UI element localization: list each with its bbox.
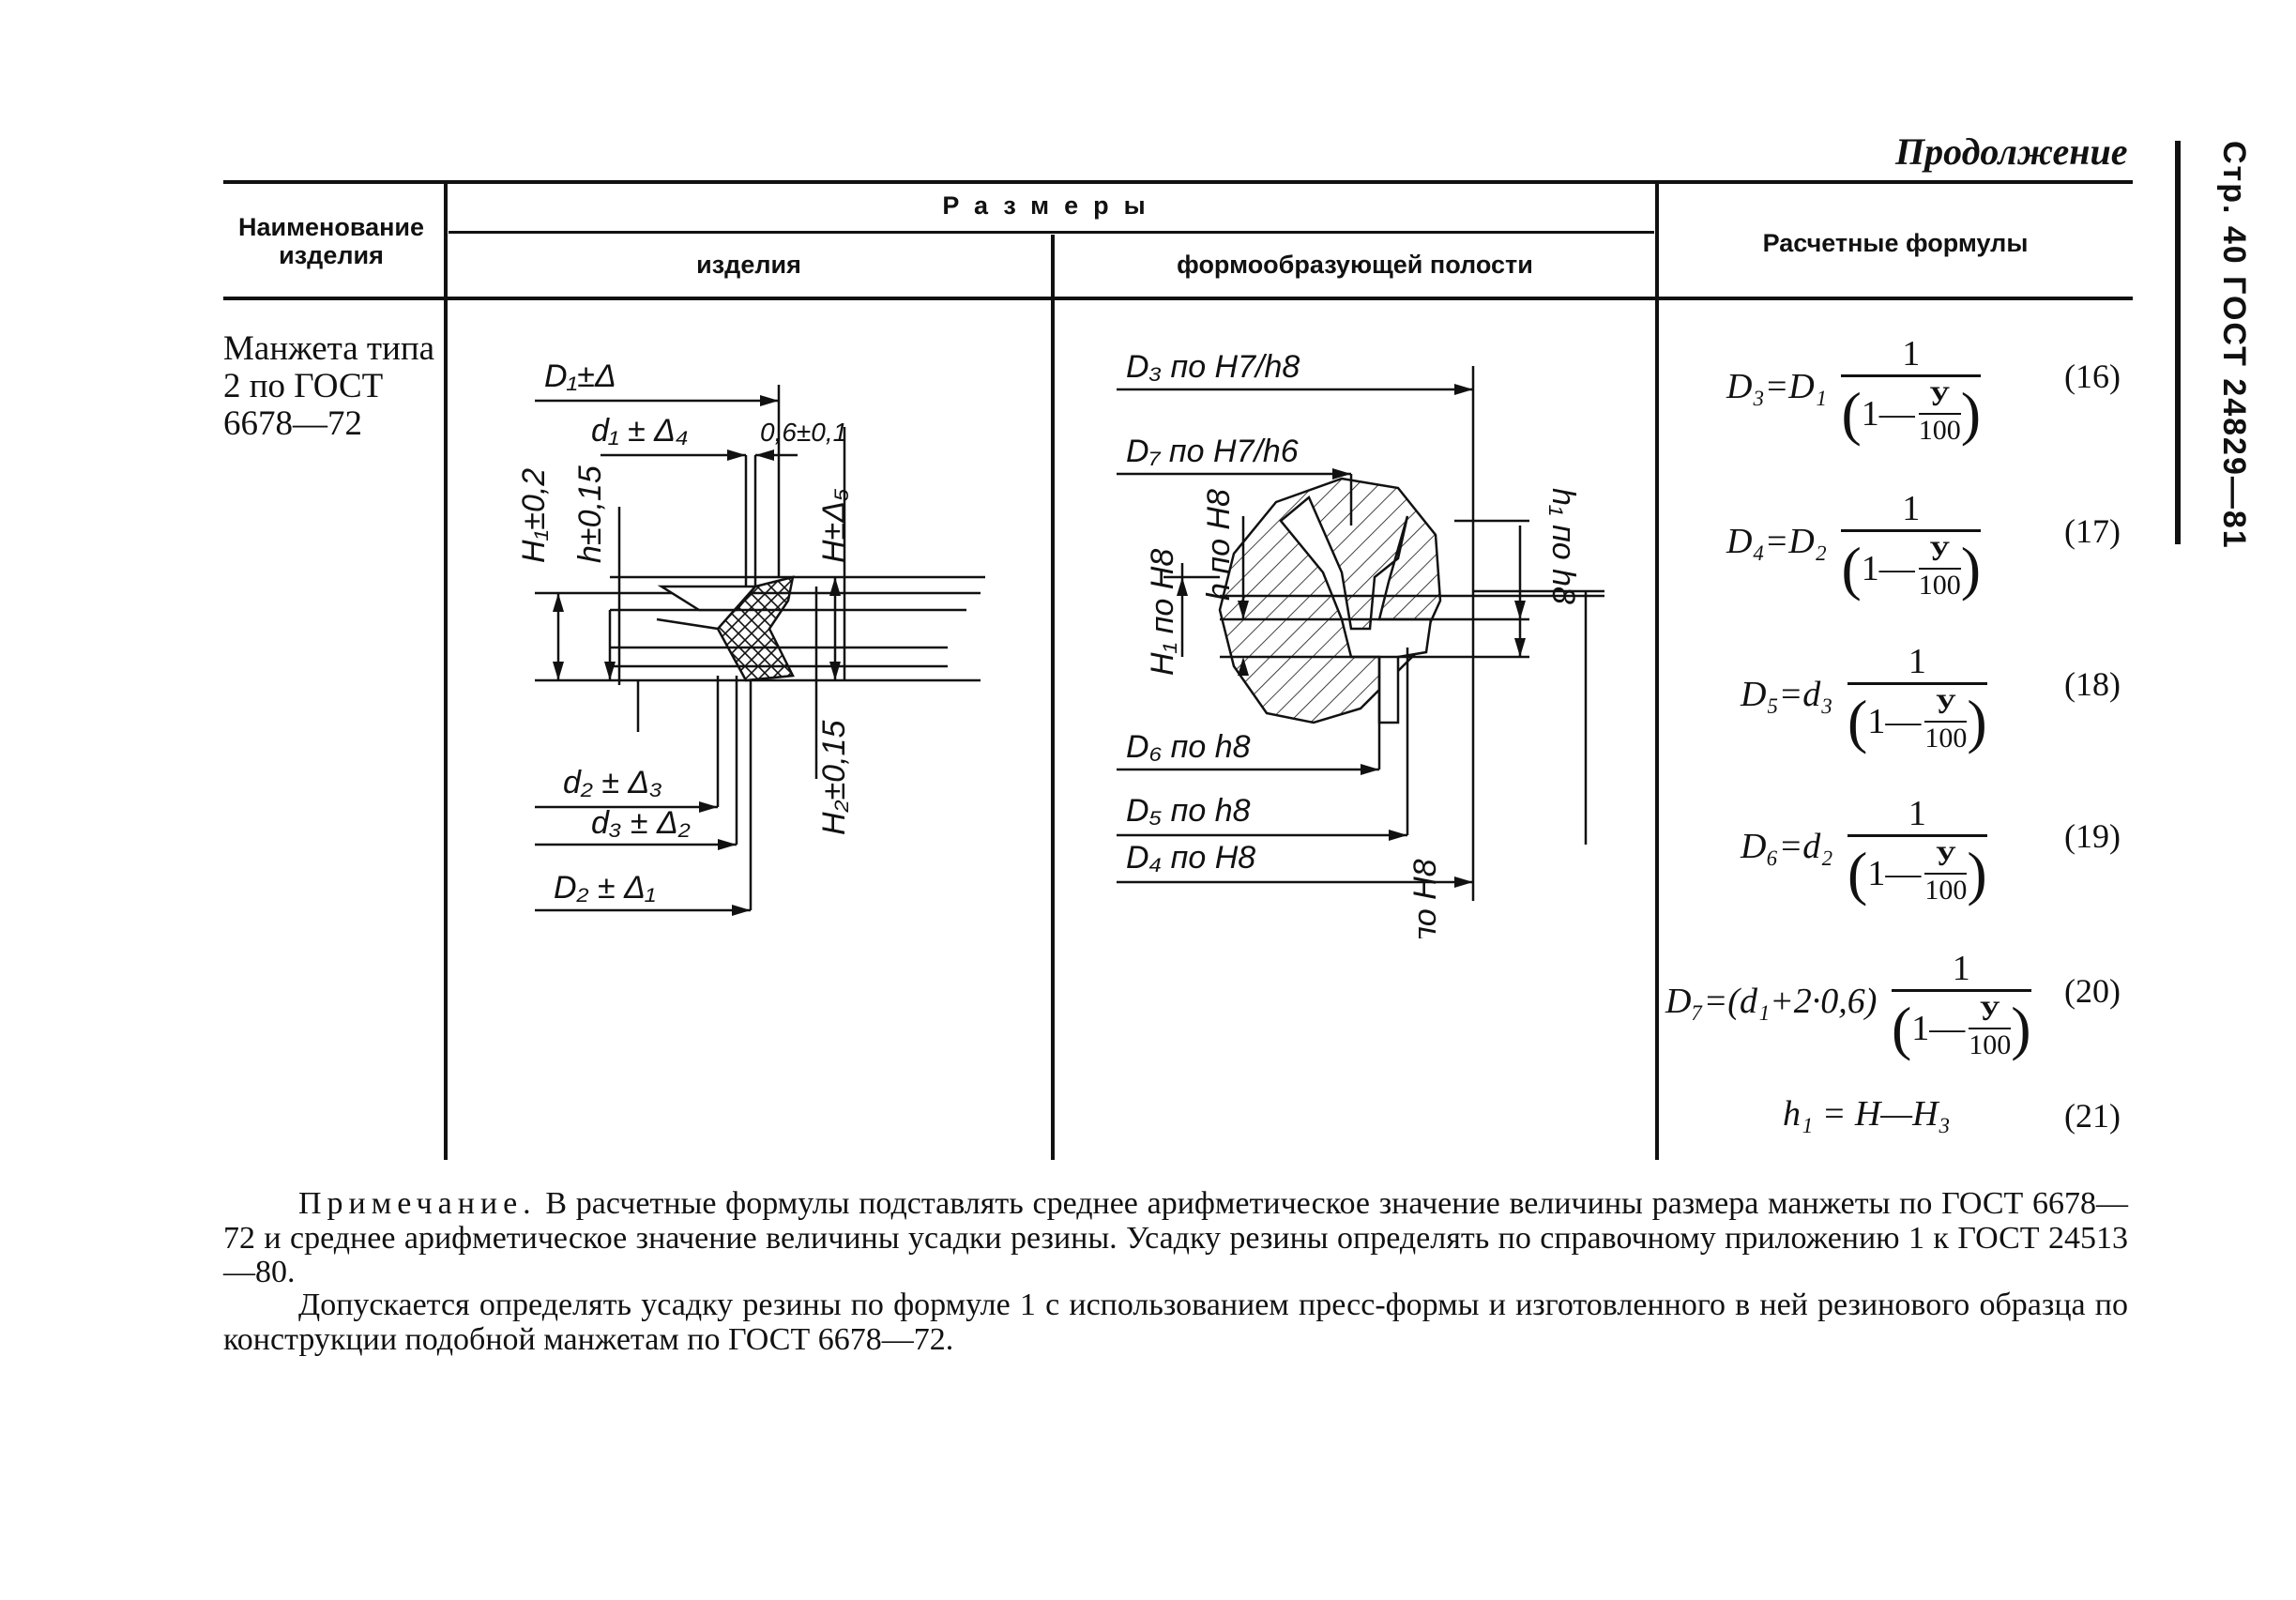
continuation-label: Продолжение bbox=[1895, 130, 2128, 173]
dimensions-rule bbox=[449, 231, 1654, 234]
label-h: h±0,15 bbox=[572, 465, 608, 563]
eq-number-18: (18) bbox=[2064, 665, 2121, 703]
label-H2: H₂±0,15 bbox=[816, 721, 852, 835]
product-name: Манжета типа 2 по ГОСТ 6678—72 bbox=[223, 329, 435, 443]
label-D3: D₃ по H7/h8 bbox=[1126, 349, 1300, 385]
formula-lhs: D₆=d₂ bbox=[1741, 827, 1833, 867]
eq-number-19: (19) bbox=[2064, 817, 2121, 855]
label-D1: D₁±Δ bbox=[544, 358, 616, 394]
col-dimensions-header: Размеры bbox=[942, 191, 1161, 220]
note-paragraph-2: Допускается определять усадку резины по … bbox=[223, 1288, 2128, 1357]
formula-lhs: D₅=d₃ bbox=[1741, 675, 1833, 715]
table-header-bottom-rule bbox=[223, 297, 2133, 300]
page-side-label: Стр. 40 ГОСТ 24829—81 bbox=[2216, 141, 2252, 550]
eq-number-17: (17) bbox=[2064, 512, 2121, 550]
label-d3: d₃ ± Δ₂ bbox=[591, 805, 691, 841]
col-divider-1 bbox=[444, 184, 448, 1160]
label-D2: D₂ ± Δ₁ bbox=[554, 870, 656, 906]
col-divider-3 bbox=[1655, 184, 1659, 1160]
product-drawing: D₁±Δ d₁ ± Δ₄ 0,6±0,1 H₁±0,2 h±0,15 H±Δ₅ … bbox=[516, 358, 985, 916]
label-D5: D₅ по h8 bbox=[1126, 793, 1251, 829]
col-name-header: Наименование изделия bbox=[237, 213, 425, 269]
label-06: 0,6±0,1 bbox=[760, 418, 847, 447]
label-H1: H₁ по H8 bbox=[1145, 549, 1180, 676]
formula-21: h₁ = H—H₃ bbox=[1783, 1094, 1951, 1134]
col-product-header: изделия bbox=[696, 251, 801, 279]
label-H: H по H8 bbox=[1407, 859, 1443, 938]
label-d1: d₁ ± Δ₄ bbox=[591, 413, 689, 449]
col-cavity-header: формообразующей полости bbox=[1177, 251, 1533, 279]
note-text-1: В расчетные формулы подставлять среднее … bbox=[223, 1186, 2128, 1290]
col-divider-2 bbox=[1051, 235, 1055, 1160]
side-bar bbox=[2175, 141, 2181, 544]
col-formulas-header: Расчетные формулы bbox=[1762, 229, 2029, 257]
eq-number-16: (16) bbox=[2064, 358, 2121, 395]
label-D6: D₆ по h8 bbox=[1126, 729, 1251, 765]
label-d2: d₂ ± Δ₃ bbox=[563, 765, 662, 800]
cavity-drawing: D₃ по H7/h8 D₇ по H7/h6 h₁ по h8 h по H8… bbox=[1117, 349, 1604, 938]
formula-lhs: D₃=D₁ bbox=[1726, 367, 1827, 407]
label-D7: D₇ по H7/h6 bbox=[1126, 434, 1299, 469]
label-H: H±Δ₅ bbox=[816, 488, 852, 563]
label-h1: h₁ по h8 bbox=[1545, 488, 1581, 604]
formula-lhs: D₄=D₂ bbox=[1726, 522, 1827, 562]
label-h: h по H8 bbox=[1201, 489, 1237, 601]
label-D4: D₄ по H8 bbox=[1126, 840, 1255, 876]
formula-lhs: D₇=(d₁+2·0,6) bbox=[1665, 982, 1878, 1022]
note-lead: Примечание. bbox=[298, 1186, 537, 1221]
note-paragraph-1: Примечание. В расчетные формулы подставл… bbox=[223, 1186, 2128, 1290]
label-H1: H₁±0,2 bbox=[516, 468, 552, 563]
table-top-rule bbox=[223, 180, 2133, 184]
eq-number-20: (20) bbox=[2064, 972, 2121, 1010]
eq-number-21: (21) bbox=[2064, 1097, 2121, 1135]
